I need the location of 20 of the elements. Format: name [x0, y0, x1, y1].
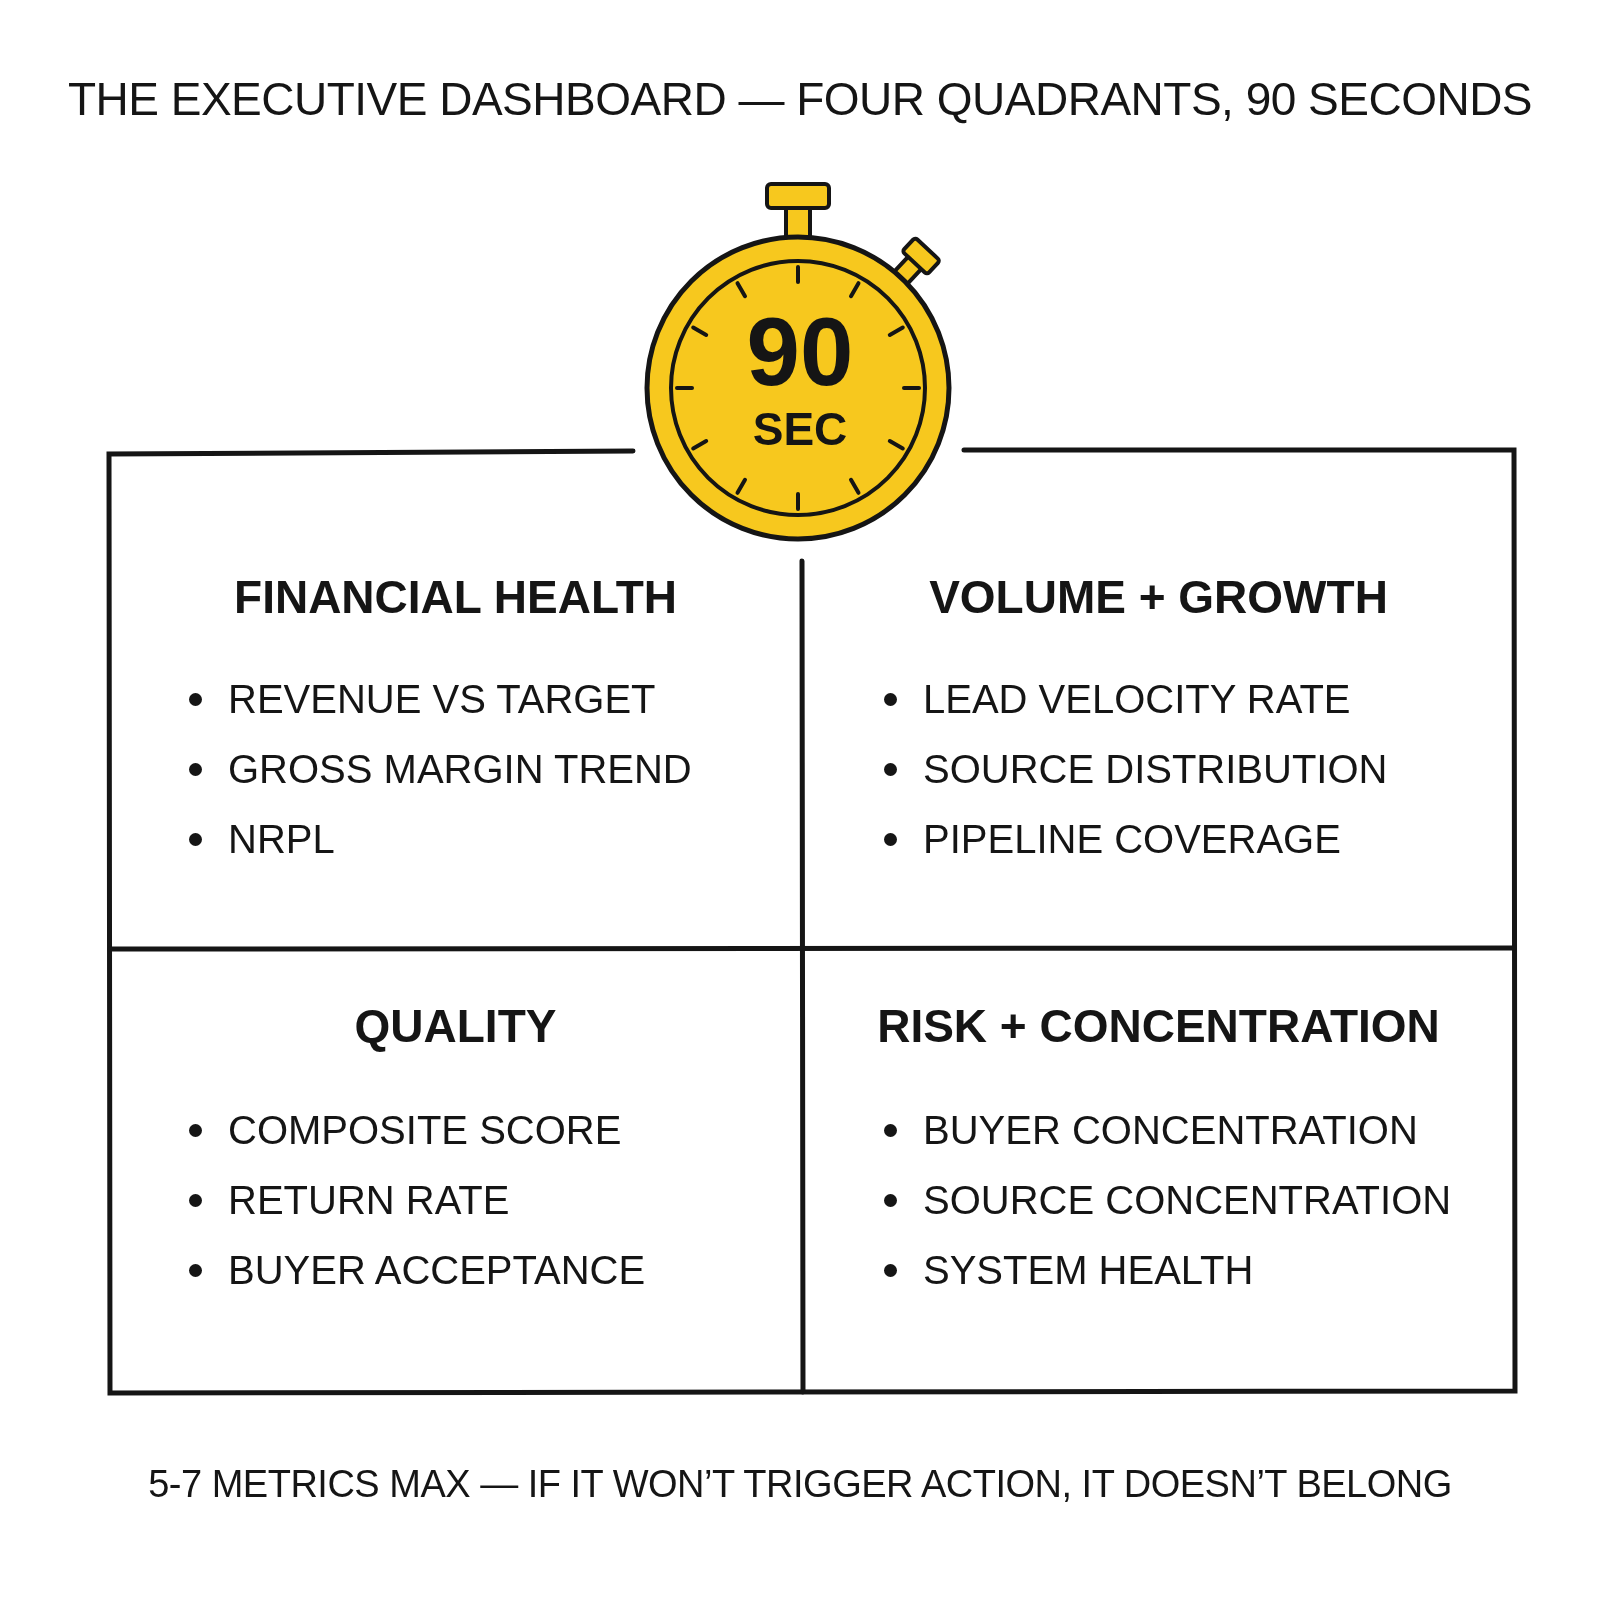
- metric-item: REVENUE VS TARGET: [228, 676, 656, 722]
- metric-item: RETURN RATE: [228, 1177, 510, 1223]
- metric-item: PIPELINE COVERAGE: [923, 816, 1341, 862]
- metric-item: SYSTEM HEALTH: [923, 1247, 1254, 1293]
- quadrant-heading: VOLUME + GROWTH: [929, 570, 1388, 624]
- timer-unit: SEC: [752, 406, 848, 452]
- quadrant-heading: RISK + CONCENTRATION: [877, 999, 1440, 1053]
- caption: 5-7 METRICS MAX — IF IT WON’T TRIGGER ACTION, IT DOESN’T BELONG: [148, 1463, 1452, 1507]
- timer-value: 90: [746, 304, 854, 400]
- quadrant-heading: QUALITY: [354, 999, 557, 1053]
- metric-item: SOURCE CONCENTRATION: [923, 1177, 1452, 1223]
- title: THE EXECUTIVE DASHBOARD — FOUR QUADRANTS, 90 SECONDS: [67, 72, 1533, 126]
- quadrant-heading: FINANCIAL HEALTH: [234, 570, 677, 624]
- metric-item: SOURCE DISTRIBUTION: [923, 746, 1388, 792]
- metric-item: GROSS MARGIN TREND: [228, 746, 692, 792]
- metric-item: NRPL: [228, 816, 335, 862]
- metric-item: BUYER CONCENTRATION: [923, 1107, 1418, 1153]
- metric-item: BUYER ACCEPTANCE: [228, 1247, 646, 1293]
- metric-item: COMPOSITE SCORE: [228, 1107, 622, 1153]
- metric-item: LEAD VELOCITY RATE: [923, 676, 1351, 722]
